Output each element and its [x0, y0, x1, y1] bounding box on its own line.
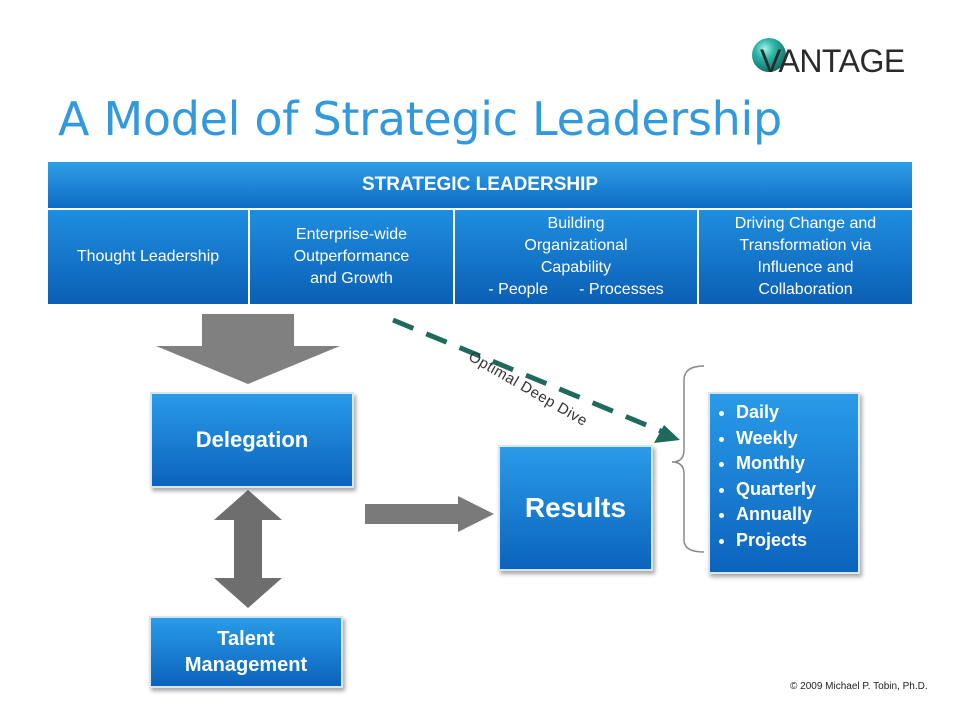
- list-item: Weekly: [736, 426, 816, 452]
- double-arrow: [214, 490, 282, 608]
- dashed-arrow-line: [392, 317, 669, 437]
- cadence-list: Daily Weekly Monthly Quarterly Annually …: [716, 400, 816, 553]
- list-item: Monthly: [736, 451, 816, 477]
- logo-sphere-icon: [752, 38, 786, 72]
- list-item: Annually: [736, 502, 816, 528]
- logo-text: VANTAGE: [760, 43, 905, 79]
- cell-thought-leadership: Thought Leadership: [48, 208, 248, 304]
- curly-brace: [671, 365, 705, 553]
- cell-text: Building Organizational Capability - Peo…: [488, 215, 664, 298]
- delegation-box: Delegation: [150, 392, 354, 488]
- results-box: Results: [498, 445, 653, 571]
- table-row: Thought Leadership Enterprise-wide Outpe…: [48, 208, 912, 304]
- list-item: Projects: [736, 528, 816, 554]
- results-label: Results: [524, 492, 627, 523]
- strategic-leadership-table: STRATEGIC LEADERSHIP Thought Leadership …: [48, 162, 912, 304]
- list-item: Daily: [736, 400, 816, 426]
- cell-organizational-capability: Building Organizational Capability - Peo…: [453, 208, 697, 304]
- cell-driving-change: Driving Change and Transformation via In…: [697, 208, 912, 304]
- cell-text: Driving Change and Transformation via In…: [734, 215, 877, 298]
- cadence-list-box: Daily Weekly Monthly Quarterly Annually …: [708, 392, 860, 574]
- down-arrow: [156, 314, 340, 384]
- dashed-arrow-head: [654, 425, 680, 443]
- cell-enterprise-wide: Enterprise-wide Outperformance and Growt…: [248, 208, 453, 304]
- copyright-footer: © 2009 Michael P. Tobin, Ph.D.: [790, 681, 928, 692]
- list-item: Quarterly: [736, 477, 816, 503]
- right-arrow: [365, 496, 494, 532]
- vantage-logo: VANTAGE: [752, 38, 922, 82]
- table-header: STRATEGIC LEADERSHIP: [48, 162, 912, 208]
- talent-management-label: Talent Management: [184, 628, 308, 676]
- cell-text: Thought Leadership: [76, 248, 220, 265]
- talent-management-box: Talent Management: [149, 616, 343, 688]
- cell-text: Enterprise-wide Outperformance and Growt…: [293, 226, 410, 287]
- delegation-label: Delegation: [195, 427, 309, 452]
- page-title: A Model of Strategic Leadership: [58, 92, 782, 146]
